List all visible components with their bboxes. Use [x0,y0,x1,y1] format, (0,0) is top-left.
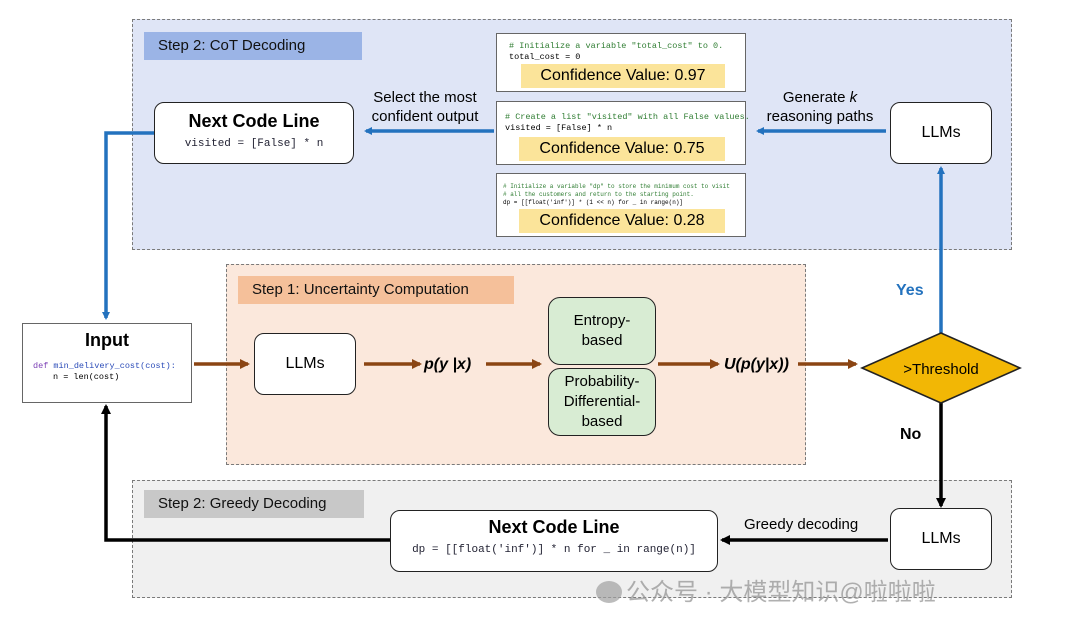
watermark: 公众号 · 大模型知识@啦啦啦 [596,572,936,607]
wechat-icon [596,581,622,603]
input-code-line-2: n = len(cost) [53,372,120,382]
no-label: No [900,426,922,443]
threshold-label: >Threshold [903,360,979,378]
uncertainty-score-label: U(p(y|x)) [724,356,789,373]
greedy-next-code-text: dp = [[float('inf')] * n for _ in range(… [412,544,696,556]
yes-label: Yes [896,282,924,299]
probability-differential-box: Probability- Differential- based [548,368,656,436]
confidence-value-3: Confidence Value: 0.28 [519,209,725,233]
arrow-cot-to-input [102,131,154,320]
llms-generate-box: LLMs [890,102,992,164]
greedy-decoding-label: Step 2: Greedy Decoding [144,490,364,518]
uncertainty-label: Step 1: Uncertainty Computation [238,276,514,304]
llms-uncertainty-box: LLMs [254,333,356,395]
p-y-given-x-label: p(y |x) [424,356,472,373]
greedy-decoding-arrow-label: Greedy decoding [744,516,859,533]
entropy-based-box: Entropy- based [548,297,656,365]
input-code-line-1: def min_delivery_cost(cost): [33,361,176,371]
candidate-3: # Initialize a variable "dp" to store th… [496,173,746,237]
select-output-label: Select the most confident output [371,89,479,125]
candidate-2: # Create a list "visited" with all False… [496,101,750,165]
cot-next-code-line-box: Next Code Line visited = [False] * n [154,102,354,164]
generate-paths-label: Generate k reasoning paths [766,89,874,125]
threshold-diamond [860,332,1022,404]
confidence-value-2: Confidence Value: 0.75 [519,137,725,161]
confidence-value-1: Confidence Value: 0.97 [521,64,725,88]
cot-decoding-label: Step 2: CoT Decoding [144,32,362,60]
input-box: Input def min_delivery_cost(cost): n = l… [22,323,192,403]
input-title: Input [85,330,129,350]
llms-greedy-box: LLMs [890,508,992,570]
candidate-1: # Initialize a variable "total_cost" to … [496,33,746,92]
arrow-greedy-to-input [101,404,390,542]
cot-next-code-text: visited = [False] * n [184,138,324,150]
greedy-next-code-line-box: Next Code Line dp = [[float('inf')] * n … [390,510,718,572]
greedy-next-code-title: Next Code Line [488,517,620,537]
cot-next-code-title: Next Code Line [188,111,320,131]
